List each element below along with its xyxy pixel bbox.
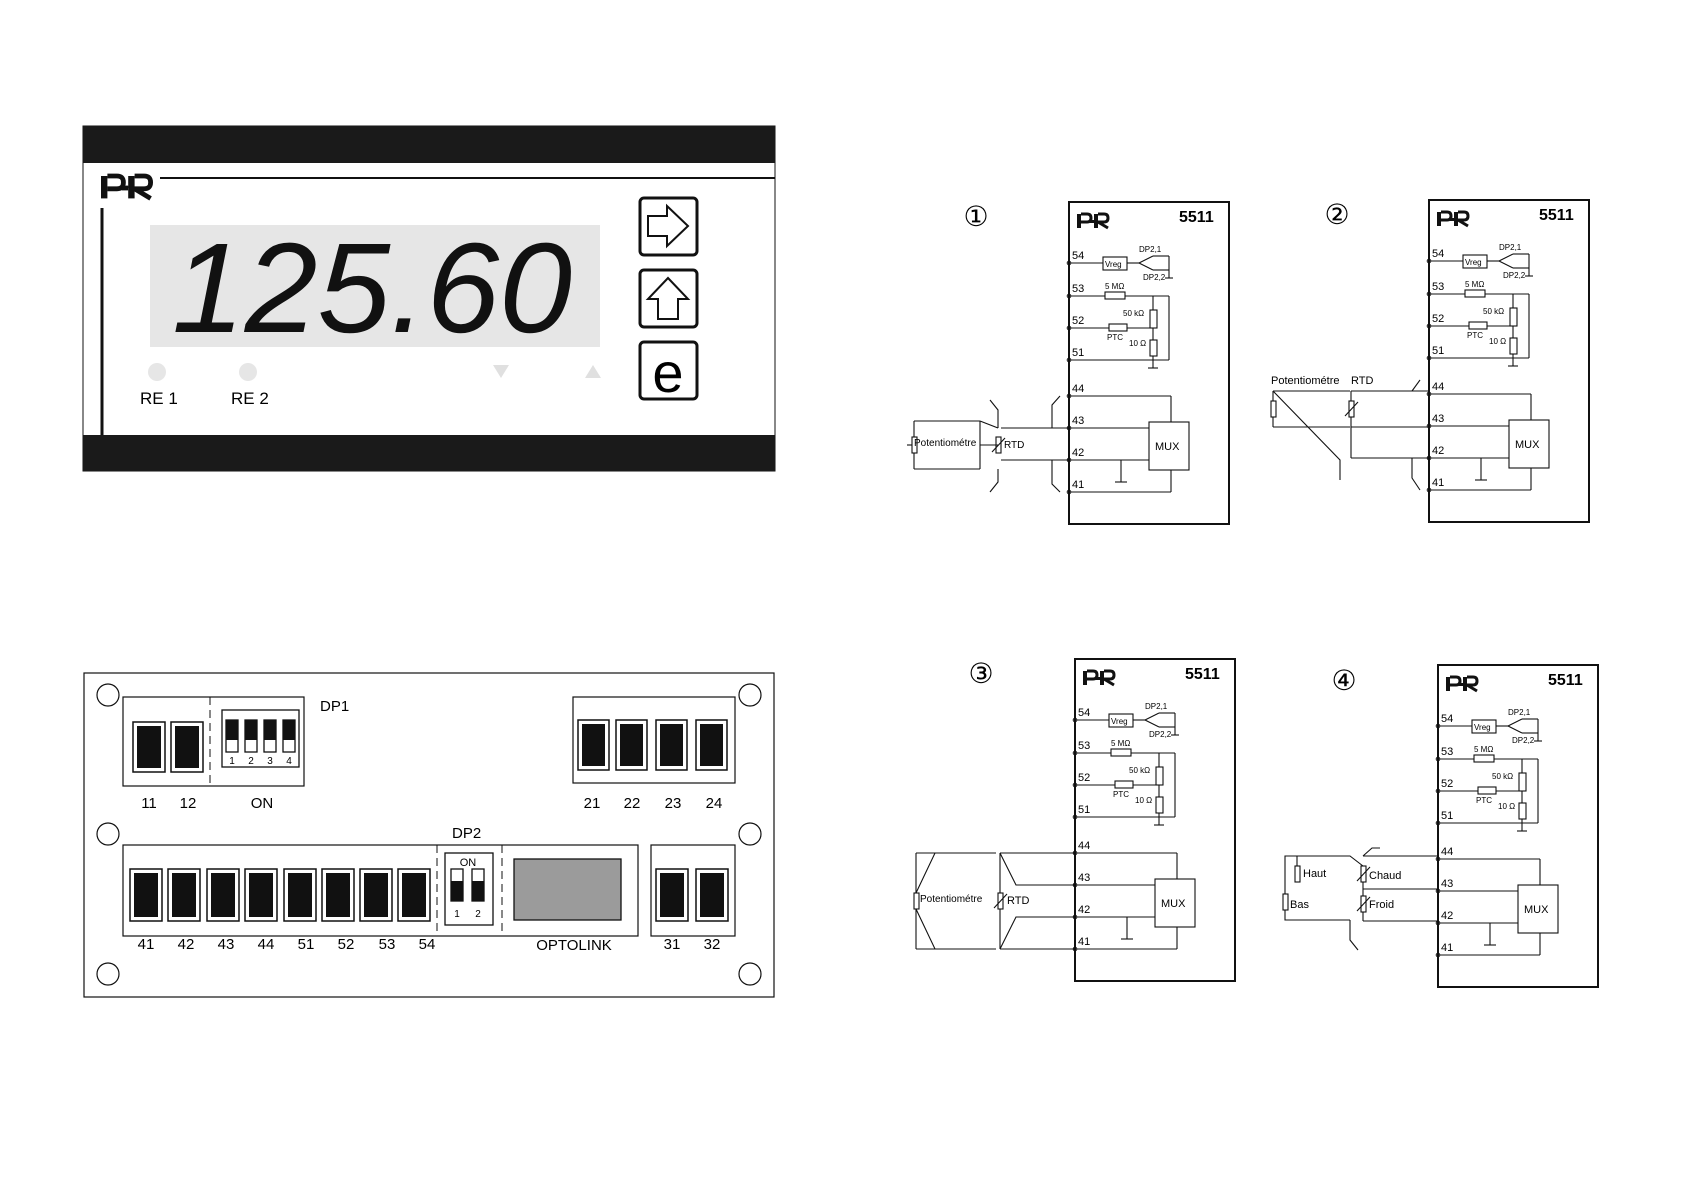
terminal-label: 31 [664,936,681,953]
terminal-label: 53 [379,936,396,953]
module-5511 [1427,200,1589,522]
terminal-label: 43 [218,936,235,953]
sensor-label: Bas [1290,899,1309,911]
sensor-label: Potentiométre [1271,375,1339,387]
dp1-switch-num: 3 [267,756,273,767]
sensor-wiring [1271,380,1429,490]
terminal-44[interactable] [245,869,277,921]
terminal-24[interactable] [696,720,727,770]
terminal-51[interactable] [284,869,316,921]
dp2-switch-num: 2 [475,909,481,920]
enter-button[interactable]: e [640,341,697,404]
terminal-43[interactable] [207,869,239,921]
diagram-number: ② [1324,199,1349,230]
diagram-number: ① [963,201,988,232]
terminal-label: 24 [706,795,723,812]
terminal-31[interactable] [656,869,688,921]
dp2-switch-num: 1 [454,909,460,920]
dp1-switch-num: 4 [286,756,292,767]
diagram-number: ③ [968,658,993,689]
dp1-switch-num: 2 [248,756,254,767]
relay-2-label: RE 2 [231,389,269,408]
terminal-label: 32 [704,936,721,953]
enter-e-icon: e [652,341,683,404]
terminal-label: 54 [419,936,436,953]
sensor-label: RTD [1004,440,1024,451]
back-panel: 1 2 3 4 DP1 11 12 ON 21 [84,673,774,997]
terminal-label: 23 [665,795,682,812]
terminal-52[interactable] [322,869,354,921]
diagram-number: ④ [1331,665,1356,696]
relay-led-1 [148,363,166,381]
terminal-32[interactable] [696,869,728,921]
terminal-label: 42 [178,936,195,953]
terminal-label: 21 [584,795,601,812]
wiring-diagram-3: ③ Potentiométre RTD [914,658,1235,981]
sensor-label: RTD [1351,375,1373,387]
dp2-on-label: ON [460,857,477,869]
module-5511 [1073,659,1235,981]
dp1-label: DP1 [320,698,349,715]
terminal-23[interactable] [656,720,687,770]
terminal-label: 22 [624,795,641,812]
terminal-54[interactable] [398,869,430,921]
terminal-21[interactable] [578,720,609,770]
right-arrow-button[interactable] [640,198,697,255]
dp2-label: DP2 [452,825,481,842]
sensor-label: RTD [1007,895,1029,907]
dp1-switch-num: 1 [229,756,235,767]
terminal-42[interactable] [168,869,200,921]
terminal-53[interactable] [360,869,392,921]
optolink-label: OPTOLINK [536,937,612,954]
relay-1-label: RE 1 [140,389,178,408]
terminal-label: 41 [138,936,155,953]
terminal-11[interactable] [133,722,165,772]
front-panel: 125.60 RE 1 RE 2 e [83,126,775,471]
on-label: ON [251,795,274,812]
display-readout: 125.60 [172,217,572,360]
module-5511 [1436,665,1598,987]
module-5511 [1067,202,1229,524]
wiring-diagram-1: ① Potentiométre RTD [907,201,1229,524]
terminal-12[interactable] [171,722,203,772]
wiring-diagram-2: ② Potentiométre RTD [1271,199,1589,522]
terminal-label: 44 [258,936,275,953]
sensor-label: Potentiométre [914,438,977,449]
sensor-label: Froid [1369,899,1394,911]
terminal-label: 51 [298,936,315,953]
terminal-22[interactable] [616,720,647,770]
relay-led-2 [239,363,257,381]
sensor-label: Haut [1303,868,1326,880]
up-arrow-button[interactable] [640,270,697,327]
optolink-port[interactable] [514,859,621,920]
sensor-label: Potentiométre [920,894,983,905]
wiring-diagram-4: ④ Bas Haut Chaud Froid [1283,665,1598,987]
terminal-label: 52 [338,936,355,953]
terminal-label: 12 [180,795,197,812]
terminal-label: 11 [141,795,157,812]
terminal-41[interactable] [130,869,162,921]
sensor-label: Chaud [1369,870,1401,882]
